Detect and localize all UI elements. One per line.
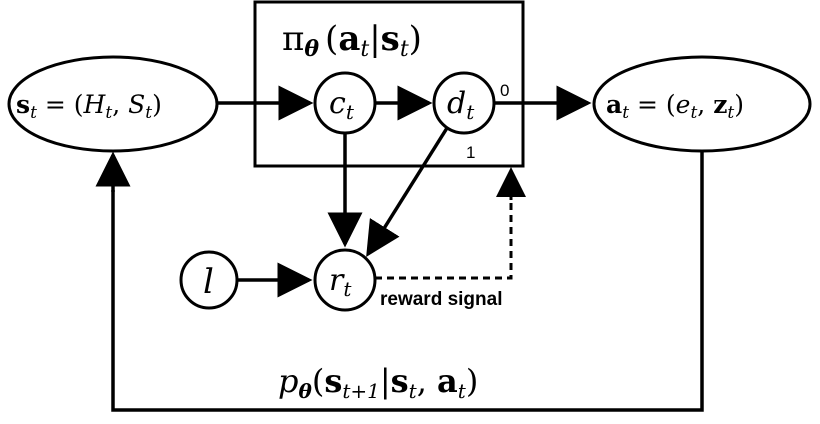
d-output-1-label: 1 xyxy=(466,143,475,162)
node-d-label: dt xyxy=(447,86,475,124)
transition-label: pθ(st+1|st, at) xyxy=(278,362,478,403)
policy-title: πθ(at|st) xyxy=(282,19,422,62)
policy-box xyxy=(253,0,525,168)
reward-signal-label: reward signal xyxy=(380,289,503,310)
state-label: st = (Ht, St) xyxy=(16,90,162,123)
node-l-label: l xyxy=(203,262,214,302)
reward-signal-path xyxy=(375,196,513,280)
edge-d-to-r xyxy=(366,127,449,257)
d-output-0-label: 0 xyxy=(500,81,509,100)
node-c-label: ct xyxy=(329,86,355,124)
node-r xyxy=(313,248,377,312)
node-r-label: rt xyxy=(329,263,352,301)
transition-loop xyxy=(111,151,704,412)
action-label: at = (et, zt) xyxy=(606,90,744,123)
